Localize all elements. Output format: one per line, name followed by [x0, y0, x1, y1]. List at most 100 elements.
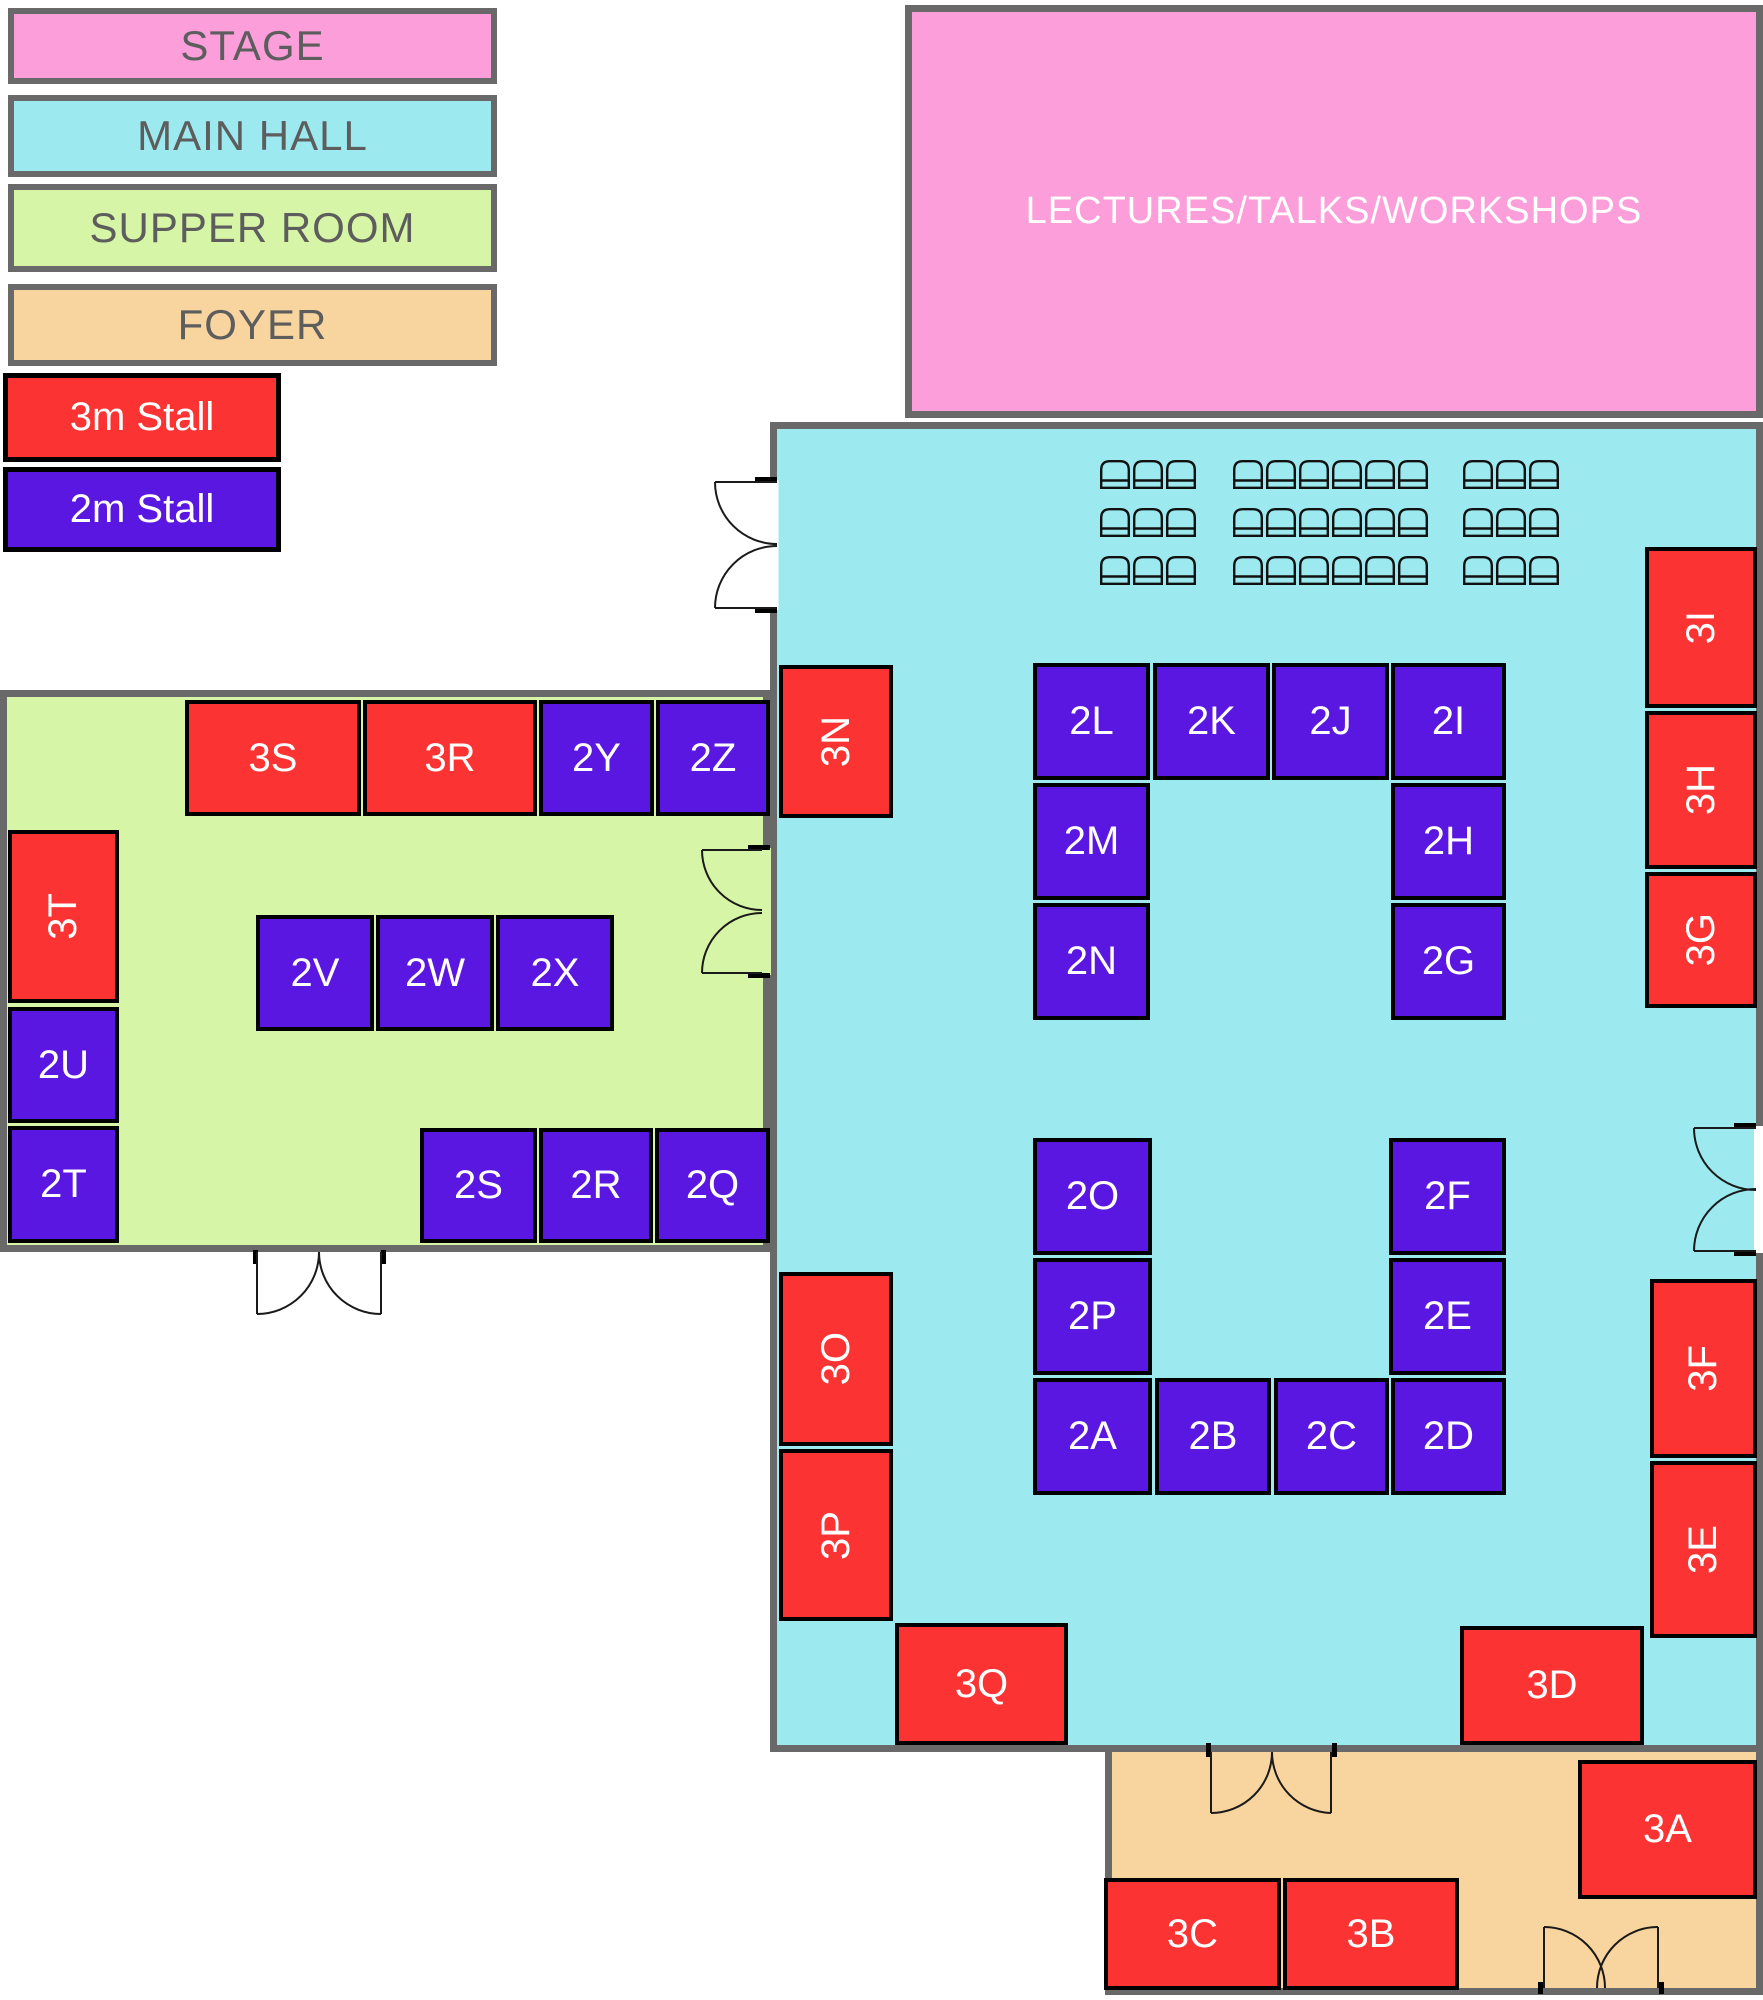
stall-3S-label: 3S: [248, 735, 298, 780]
stall-3H[interactable]: 3H: [1645, 711, 1757, 869]
stall-2M[interactable]: 2M: [1033, 783, 1150, 900]
stall-2L-label: 2L: [1069, 699, 1114, 743]
stall-2Q-label: 2Q: [685, 1163, 740, 1207]
stall-2S[interactable]: 2S: [420, 1128, 537, 1243]
stall-2L[interactable]: 2L: [1033, 663, 1150, 780]
stall-3N[interactable]: 3N: [779, 665, 893, 818]
stall-3A[interactable]: 3A: [1578, 1760, 1757, 1899]
stall-2P-label: 2P: [1068, 1294, 1117, 1338]
stall-2J[interactable]: 2J: [1272, 663, 1389, 780]
stall-2W-label: 2W: [405, 950, 465, 995]
stall-2Y[interactable]: 2Y: [539, 700, 654, 816]
stall-3R[interactable]: 3R: [363, 700, 537, 816]
stall-3F-label: 3F: [1681, 1345, 1725, 1392]
stall-2Z[interactable]: 2Z: [656, 700, 770, 816]
legend-main-hall-label: MAIN HALL: [137, 112, 368, 159]
stall-3B[interactable]: 3B: [1283, 1878, 1459, 1990]
stall-3T-label: 3T: [41, 893, 85, 940]
stall-2R-label: 2R: [570, 1163, 622, 1207]
stall-2D-label: 2D: [1422, 1414, 1475, 1458]
stall-3F[interactable]: 3F: [1650, 1279, 1757, 1458]
stall-2T[interactable]: 2T: [8, 1126, 119, 1243]
legend-foyer: FOYER: [8, 284, 497, 366]
stall-2T-label: 2T: [40, 1162, 87, 1206]
stall-3H-label: 3H: [1678, 764, 1723, 816]
stall-3D[interactable]: 3D: [1460, 1626, 1644, 1745]
stall-3G[interactable]: 3G: [1645, 872, 1757, 1008]
stall-2S-label: 2S: [454, 1163, 503, 1207]
stall-3Q-label: 3Q: [954, 1661, 1009, 1706]
stall-2G[interactable]: 2G: [1391, 903, 1506, 1020]
stall-2A-label: 2A: [1068, 1414, 1117, 1458]
legend-main-hall: MAIN HALL: [8, 95, 497, 177]
legend-stage: STAGE: [8, 8, 497, 84]
stall-2O-label: 2O: [1065, 1174, 1120, 1218]
double-door-main-hall-left: [714, 477, 779, 613]
stall-2I-label: 2I: [1431, 699, 1466, 743]
stall-2E-label: 2E: [1423, 1294, 1472, 1338]
legend-2m-stall-label: 2m Stall: [69, 487, 215, 531]
stall-2R[interactable]: 2R: [539, 1128, 653, 1243]
legend-stage-label: STAGE: [180, 22, 325, 69]
stall-3C[interactable]: 3C: [1104, 1878, 1281, 1990]
stall-2X-label: 2X: [530, 950, 580, 995]
stall-2I[interactable]: 2I: [1391, 663, 1506, 780]
stall-3C-label: 3C: [1166, 1911, 1219, 1956]
stall-3O-label: 3O: [813, 1332, 858, 1386]
stall-2N-label: 2N: [1065, 939, 1118, 983]
stall-3Q[interactable]: 3Q: [895, 1623, 1068, 1745]
stall-3I[interactable]: 3I: [1645, 547, 1757, 708]
stall-2D[interactable]: 2D: [1391, 1378, 1506, 1495]
stall-2F-label: 2F: [1424, 1174, 1471, 1218]
stall-2H-label: 2H: [1422, 819, 1475, 863]
stall-2O[interactable]: 2O: [1033, 1138, 1152, 1255]
stall-3T[interactable]: 3T: [8, 830, 119, 1003]
stall-2B[interactable]: 2B: [1155, 1378, 1271, 1495]
stall-2V-label: 2V: [290, 950, 340, 995]
stall-2N[interactable]: 2N: [1033, 903, 1150, 1020]
stall-3R-label: 3R: [424, 735, 476, 780]
stall-2K[interactable]: 2K: [1153, 663, 1270, 780]
room-stage: LECTURES/TALKS/WORKSHOPS: [905, 5, 1763, 418]
stall-2J-label: 2J: [1309, 699, 1352, 743]
stall-2U-label: 2U: [37, 1042, 90, 1087]
legend-supper-room-label: SUPPER ROOM: [89, 204, 416, 251]
stall-2H[interactable]: 2H: [1391, 783, 1506, 900]
stall-2G-label: 2G: [1421, 939, 1476, 983]
stage-label: LECTURES/TALKS/WORKSHOPS: [1025, 190, 1643, 232]
stall-2X[interactable]: 2X: [496, 915, 614, 1031]
room-main-hall: [770, 422, 1763, 1752]
stall-3A-label: 3A: [1643, 1807, 1692, 1851]
stall-3E[interactable]: 3E: [1650, 1461, 1757, 1638]
stall-3B-label: 3B: [1346, 1911, 1396, 1956]
stall-3N-label: 3N: [813, 715, 858, 768]
stall-3P[interactable]: 3P: [779, 1449, 893, 1621]
legend-3m-stall-label: 3m Stall: [69, 395, 215, 439]
stall-3O[interactable]: 3O: [779, 1272, 893, 1446]
stall-2C-label: 2C: [1305, 1414, 1358, 1458]
stall-3E-label: 3E: [1681, 1525, 1725, 1574]
stall-2Y-label: 2Y: [572, 735, 621, 780]
stall-3G-label: 3G: [1678, 913, 1723, 967]
double-door-supper-room-bottom: [253, 1250, 386, 1315]
stall-3S[interactable]: 3S: [185, 700, 361, 816]
stall-2K-label: 2K: [1187, 699, 1236, 743]
stall-2V[interactable]: 2V: [256, 915, 374, 1031]
stall-2Z-label: 2Z: [689, 735, 737, 780]
legend-3m-stall: 3m Stall: [3, 373, 281, 462]
legend-supper-room: SUPPER ROOM: [8, 184, 497, 272]
stall-2A[interactable]: 2A: [1033, 1378, 1152, 1495]
stall-2U[interactable]: 2U: [8, 1007, 119, 1123]
stall-3I-label: 3I: [1678, 610, 1723, 645]
stall-2F[interactable]: 2F: [1389, 1138, 1506, 1255]
stall-2Q[interactable]: 2Q: [655, 1128, 770, 1243]
stall-3D-label: 3D: [1526, 1663, 1578, 1707]
stall-2P[interactable]: 2P: [1033, 1258, 1152, 1375]
stall-3P-label: 3P: [813, 1510, 858, 1560]
stall-2C[interactable]: 2C: [1274, 1378, 1389, 1495]
stall-2W[interactable]: 2W: [376, 915, 494, 1031]
legend-foyer-label: FOYER: [177, 301, 328, 348]
stall-2E[interactable]: 2E: [1389, 1258, 1506, 1375]
stall-2M-label: 2M: [1063, 819, 1120, 863]
